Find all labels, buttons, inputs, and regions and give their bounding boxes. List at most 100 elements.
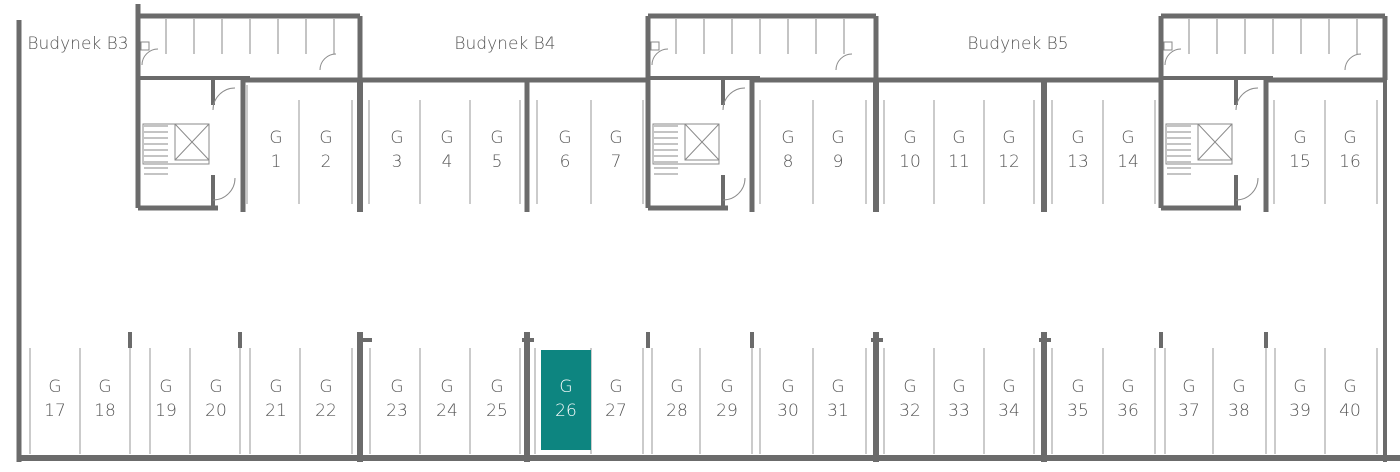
garage-letter: G bbox=[269, 128, 282, 148]
wall-segment bbox=[138, 76, 250, 80]
garage-23[interactable]: G 23 bbox=[372, 350, 422, 450]
garage-32[interactable]: G32 bbox=[885, 350, 935, 450]
garage-3[interactable]: G3 bbox=[372, 100, 422, 204]
garage-24[interactable]: G24 bbox=[422, 350, 472, 450]
garage-number: 25 bbox=[486, 401, 508, 421]
garage-7[interactable]: G7 bbox=[591, 100, 641, 204]
garage-36[interactable]: G36 bbox=[1103, 350, 1153, 450]
wall-segment bbox=[1159, 332, 1163, 348]
wall-segment bbox=[752, 77, 876, 83]
garage-12[interactable]: G12 bbox=[984, 100, 1034, 204]
garage-number: 37 bbox=[1178, 401, 1200, 421]
garage-area bbox=[30, 350, 80, 450]
garage-19[interactable]: G19 bbox=[141, 350, 191, 450]
garage-8[interactable]: G8 bbox=[763, 100, 813, 204]
garage-9[interactable]: G9 bbox=[813, 100, 863, 204]
garage-area bbox=[372, 350, 422, 450]
wall-segment bbox=[360, 338, 372, 342]
garage-11[interactable]: G 11 bbox=[934, 100, 984, 204]
wall-segment bbox=[211, 80, 215, 105]
garage-spots: G1G2G3G4G5G6G7G8G9G10G11G12G13G14G15G16G… bbox=[30, 100, 1375, 450]
garage-number: 11 bbox=[948, 152, 970, 172]
garage-30[interactable]: G30 bbox=[763, 350, 813, 450]
meter-box bbox=[140, 41, 150, 51]
garage-number: 8 bbox=[783, 152, 794, 172]
wall-segment bbox=[648, 205, 728, 211]
building-label-b3: Budynek B3 bbox=[27, 34, 128, 54]
garage-15[interactable]: G15 bbox=[1275, 100, 1325, 204]
garage-area bbox=[652, 350, 702, 450]
garage-40[interactable]: G40 bbox=[1325, 350, 1375, 450]
garage-number: 9 bbox=[833, 152, 844, 172]
garage-letter: G bbox=[670, 377, 683, 397]
elevator-cross bbox=[174, 123, 210, 161]
garage-number: 13 bbox=[1067, 152, 1089, 172]
garage-35[interactable]: G35 bbox=[1053, 350, 1103, 450]
garage-number: 23 bbox=[386, 401, 408, 421]
wall-segment bbox=[19, 455, 1400, 461]
garage-27[interactable]: G27 bbox=[591, 350, 641, 450]
garage-letter: G bbox=[1343, 377, 1356, 397]
garage-number: 21 bbox=[265, 401, 287, 421]
garage-number: 39 bbox=[1289, 401, 1311, 421]
garage-area bbox=[191, 350, 241, 450]
garage-17[interactable]: G17 bbox=[30, 350, 80, 450]
garage-38[interactable]: G38 bbox=[1214, 350, 1264, 450]
garage-area bbox=[1103, 350, 1153, 450]
garage-letter: G bbox=[1343, 128, 1356, 148]
garage-number: 1 bbox=[271, 152, 282, 172]
garage-number: 32 bbox=[899, 401, 921, 421]
door-swing bbox=[1235, 87, 1259, 111]
garage-letter: G bbox=[490, 128, 503, 148]
garage-2[interactable]: G2 bbox=[301, 100, 351, 204]
door-swing bbox=[141, 48, 159, 66]
garage-39[interactable]: G39 bbox=[1275, 350, 1325, 450]
garage-21[interactable]: G21 bbox=[251, 350, 301, 450]
garage-13[interactable]: G13 bbox=[1053, 100, 1103, 204]
garage-29[interactable]: G29 bbox=[702, 350, 752, 450]
wall-segment bbox=[360, 77, 527, 83]
garage-1[interactable]: G1 bbox=[251, 100, 301, 204]
wall-segment bbox=[1264, 332, 1268, 348]
garage-area bbox=[541, 350, 591, 450]
garage-14[interactable]: G14 bbox=[1103, 100, 1153, 204]
garage-20[interactable]: G20 bbox=[191, 350, 241, 450]
door-swing bbox=[212, 87, 236, 111]
door-swing bbox=[1235, 177, 1259, 201]
garage-25[interactable]: G25 bbox=[472, 350, 522, 450]
garage-18[interactable]: G18 bbox=[80, 350, 130, 450]
garage-number: 10 bbox=[899, 152, 921, 172]
meter-box bbox=[1163, 41, 1173, 51]
garage-10[interactable]: G10 bbox=[885, 100, 935, 204]
garage-area bbox=[141, 350, 191, 450]
garage-16[interactable]: G16 bbox=[1325, 100, 1375, 204]
wall-segment bbox=[750, 332, 754, 348]
wall-segment bbox=[524, 80, 530, 212]
garage-letter: G bbox=[952, 128, 965, 148]
wall-segment bbox=[211, 175, 215, 208]
garage-37[interactable]: G37 bbox=[1164, 350, 1214, 450]
wall-segment bbox=[876, 77, 1044, 83]
garage-33[interactable]: G33 bbox=[934, 350, 984, 450]
garage-number: 18 bbox=[94, 401, 116, 421]
garage-26[interactable]: G26 bbox=[541, 350, 591, 450]
garage-letter: G bbox=[952, 377, 965, 397]
garage-letter: G bbox=[390, 377, 403, 397]
wall-segment bbox=[243, 77, 360, 83]
garage-4[interactable]: G4 bbox=[422, 100, 472, 204]
garage-letter: G bbox=[831, 377, 844, 397]
walls bbox=[16, 4, 1400, 462]
garage-letter: G bbox=[1002, 377, 1015, 397]
garage-area bbox=[301, 350, 351, 450]
wall-segment bbox=[721, 175, 725, 208]
garage-area bbox=[251, 350, 301, 450]
garage-5[interactable]: G5 bbox=[472, 100, 522, 204]
garage-28[interactable]: G28 bbox=[652, 350, 702, 450]
wall-segment bbox=[135, 80, 141, 208]
wall-segment bbox=[871, 338, 883, 342]
partition-lines bbox=[29, 19, 1378, 454]
garage-34[interactable]: G34 bbox=[984, 350, 1034, 450]
garage-22[interactable]: G22 bbox=[301, 350, 351, 450]
garage-6[interactable]: G6 bbox=[540, 100, 590, 204]
garage-31[interactable]: G31 bbox=[813, 350, 863, 450]
